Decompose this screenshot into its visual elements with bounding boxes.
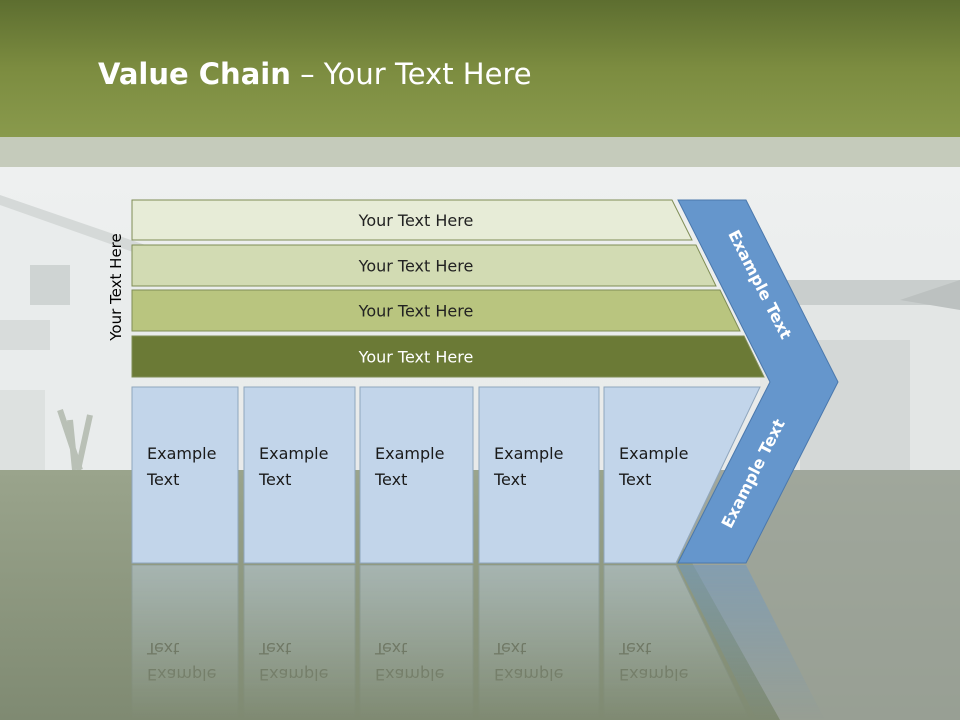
activity-box-line1: Example <box>259 665 328 684</box>
activity-box-line2: Text <box>146 470 179 489</box>
activity-box-4 <box>478 564 600 720</box>
activity-box-line1: Example <box>375 665 444 684</box>
activity-box-line2: Text <box>374 470 407 489</box>
title-rest: – Your Text Here <box>290 57 532 91</box>
activity-box-line1: Example <box>494 665 563 684</box>
activity-box-line1: Example <box>494 444 563 463</box>
activity-box-line2: Text <box>374 639 407 658</box>
activity-box-line1: Example <box>619 444 688 463</box>
title-header <box>0 0 960 137</box>
activity-box-line2: Text <box>146 639 179 658</box>
margin-chevron <box>677 199 839 564</box>
slide-title: Value Chain – Your Text Here <box>98 54 532 94</box>
activity-box-3 <box>359 386 474 564</box>
header-band <box>0 137 960 167</box>
activity-box-5 <box>603 564 751 720</box>
activity-box-line1: Example <box>619 665 688 684</box>
chevron-reflection <box>678 565 825 720</box>
chain-bar-2 <box>131 244 717 287</box>
chain-bar-3 <box>131 289 741 332</box>
chain-bar-label: Your Text Here <box>358 257 474 276</box>
activity-box-4 <box>478 386 600 564</box>
activity-box-line2: Text <box>618 470 651 489</box>
activity-box-1 <box>131 564 239 720</box>
activity-box-line2: Text <box>493 639 526 658</box>
chain-bar-4 <box>131 335 765 378</box>
chain-bar-1 <box>131 199 693 241</box>
activity-box-line1: Example <box>375 444 444 463</box>
activity-box-5 <box>603 386 761 564</box>
chain-bar-label: Your Text Here <box>358 302 474 321</box>
chain-bar-label: Your Text Here <box>358 348 474 367</box>
activity-box-line2: Text <box>618 639 651 658</box>
activity-box-line2: Text <box>493 470 526 489</box>
activity-box-2 <box>243 386 356 564</box>
chain-bar-label: Your Text Here <box>358 211 474 230</box>
activity-box-line2: Text <box>258 639 291 658</box>
activity-box-line2: Text <box>258 470 291 489</box>
activity-box-2 <box>243 564 356 720</box>
activity-box-3 <box>359 564 474 720</box>
title-bold: Value Chain <box>98 57 291 91</box>
activity-box-line1: Example <box>259 444 328 463</box>
activity-box-line1: Example <box>147 444 216 463</box>
activity-box-line1: Example <box>147 665 216 684</box>
activity-box-1 <box>131 386 239 564</box>
